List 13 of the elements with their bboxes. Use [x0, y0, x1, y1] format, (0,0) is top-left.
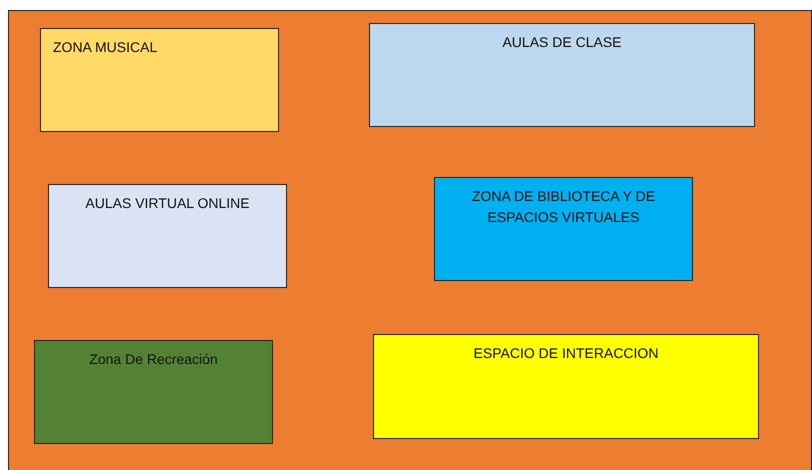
zone-label: ESPACIO DE INTERACCION	[472, 344, 660, 363]
zone-label: ZONA MUSICAL	[52, 38, 158, 57]
zone-box	[34, 340, 273, 444]
zone-label: AULAS VIRTUAL ONLINE	[84, 194, 251, 213]
zone-box	[434, 177, 693, 281]
zone-box	[373, 334, 759, 439]
floor-background	[8, 10, 812, 470]
zone-label: AULAS DE CLASE	[501, 33, 623, 52]
zone-label: Zona De Recreación	[88, 350, 219, 369]
zone-box	[40, 28, 279, 132]
zone-box	[48, 184, 287, 288]
zone-label: ZONA DE BIBLIOTECA Y DE ESPACIOS VIRTUALES	[470, 187, 656, 227]
zone-box	[369, 23, 755, 127]
